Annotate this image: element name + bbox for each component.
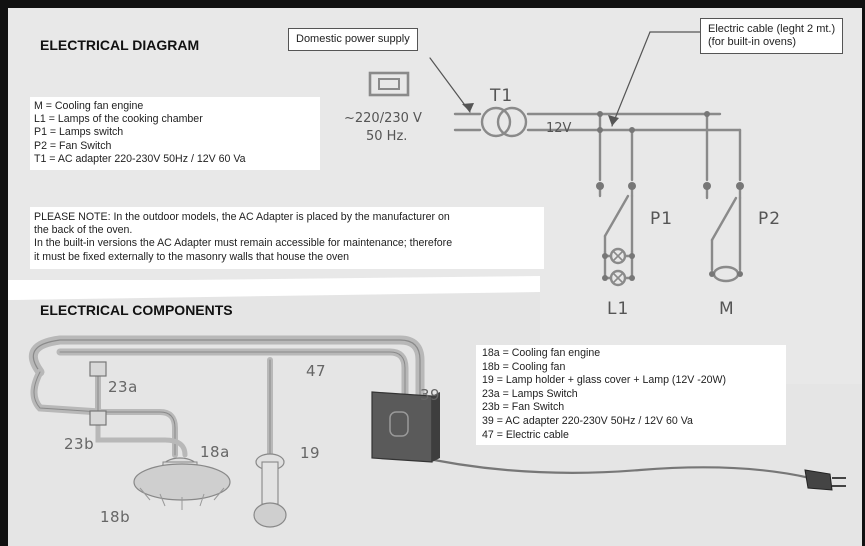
- legend-item: L1 = Lamps of the cooking chamber: [34, 113, 203, 126]
- power-cable: [408, 453, 812, 480]
- section-divider: [8, 276, 540, 300]
- lamps-label: L1: [607, 299, 630, 319]
- supply-voltage-label: ~220/230 V: [344, 111, 422, 126]
- component-item: 47 = Electric cable: [482, 428, 569, 441]
- component-item: 39 = AC adapter 220-230V 50Hz / 12V 60 V…: [482, 414, 693, 427]
- callout-domestic-supply: Domestic power supply: [288, 28, 418, 51]
- component-item: 23a = Lamps Switch: [482, 387, 578, 400]
- callout-electric-cable: Electric cable (leght 2 mt.) (for built-…: [700, 18, 844, 54]
- secondary-voltage-label: 12V: [546, 121, 572, 136]
- note-line: it must be fixed externally to the mason…: [34, 250, 350, 263]
- switch-23b-body: [89, 410, 107, 426]
- electrical-components-title: ELECTRICAL COMPONENTS: [40, 302, 233, 318]
- diagram-legend: M = Cooling fan engine L1 = Lamps of the…: [30, 97, 320, 171]
- transformer-coil-right: [496, 106, 528, 138]
- part-label-18b: 18b: [100, 508, 131, 526]
- terminals: [596, 111, 744, 281]
- legend-item: T1 = AC adapter 220-230V 50Hz / 12V 60 V…: [34, 152, 246, 165]
- lamp-glass: [253, 502, 287, 528]
- callout-cable-line: Electric cable (leght 2 mt.): [708, 23, 836, 35]
- component-item: 18a = Cooling fan engine: [482, 347, 601, 359]
- frame-top: [0, 0, 865, 8]
- part-label-23a: 23a: [108, 378, 138, 396]
- transformer-coil-left: [480, 106, 512, 138]
- part-label-39: 39: [420, 386, 441, 404]
- callout-cable-line: (for built-in ovens): [708, 36, 797, 48]
- part-label-19: 19: [300, 444, 321, 462]
- part-label-23b: 23b: [64, 435, 95, 453]
- note-line: In the built-in versions the AC Adapter …: [34, 237, 453, 250]
- part-label-47: 47: [306, 362, 327, 380]
- electrical-diagram-title: ELECTRICAL DIAGRAM: [40, 37, 200, 53]
- legend-item: P2 = Fan Switch: [34, 139, 112, 152]
- components-legend: 18a = Cooling fan engine 18b = Cooling f…: [476, 345, 786, 446]
- switch-p1-label: P1: [650, 209, 674, 229]
- installation-note: PLEASE NOTE: In the outdoor models, the …: [30, 207, 544, 269]
- note-line: PLEASE NOTE: In the outdoor models, the …: [34, 211, 450, 223]
- component-item: 19 = Lamp holder + glass cover + Lamp (1…: [482, 374, 727, 387]
- legend-item: M = Cooling fan engine: [34, 100, 144, 112]
- frame-left: [0, 0, 8, 546]
- note-line: the back of the oven.: [34, 224, 133, 237]
- motor-label: M: [719, 299, 735, 319]
- switch-23a-body: [89, 361, 107, 377]
- component-item: 23b = Fan Switch: [482, 401, 565, 414]
- plug-symbol: [368, 71, 410, 97]
- supply-frequency-label: 50 Hz.: [366, 129, 408, 144]
- component-drawing: [28, 335, 812, 480]
- part-label-18a: 18a: [200, 443, 230, 461]
- legend-item: P1 = Lamps switch: [34, 126, 124, 139]
- component-item: 18b = Cooling fan: [482, 360, 566, 373]
- frame-right: [862, 0, 865, 546]
- transformer-label: T1: [490, 86, 514, 106]
- fan-blades: [133, 463, 231, 501]
- power-plug: [804, 469, 833, 491]
- wiring-diagram: [368, 31, 742, 287]
- switch-p2-label: P2: [758, 209, 782, 229]
